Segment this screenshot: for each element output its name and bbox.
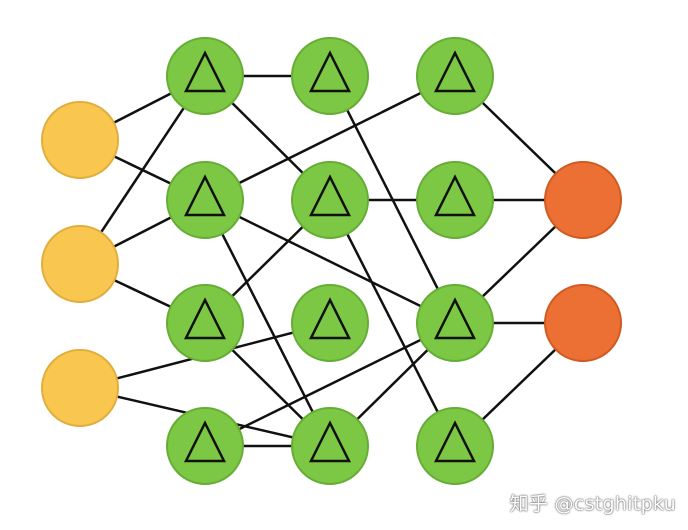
hidden-node-c4 [416, 407, 494, 485]
hidden-node-b3 [291, 284, 369, 362]
hidden-node-circle [166, 284, 244, 362]
edge-a2-b4 [203, 199, 332, 447]
hidden-node-circle [291, 284, 369, 362]
hidden-node-circle [416, 284, 494, 362]
input-node-circle [41, 349, 119, 427]
hidden-node-a2 [166, 161, 244, 239]
hidden-node-circle [291, 37, 369, 115]
hidden-node-circle [166, 37, 244, 115]
hidden-node-c2 [416, 161, 494, 239]
input-node-circle [41, 101, 119, 179]
hidden-node-c1 [416, 37, 494, 115]
triangle-icon [433, 297, 477, 340]
triangle-icon [183, 50, 227, 93]
edge-a2-c1 [204, 74, 456, 202]
input-node-i3 [41, 349, 119, 427]
hidden-node-circle [166, 407, 244, 485]
triangle-icon [433, 174, 477, 217]
hidden-node-b4 [291, 407, 369, 485]
output-node-o2 [544, 284, 622, 362]
triangle-icon [183, 297, 227, 340]
output-node-o1 [544, 161, 622, 239]
hidden-node-b1 [291, 37, 369, 115]
hidden-node-circle [166, 161, 244, 239]
input-node-circle [41, 225, 119, 303]
input-node-i1 [41, 101, 119, 179]
triangle-icon [308, 420, 352, 463]
nodes-layer [41, 37, 622, 485]
hidden-node-c3 [416, 284, 494, 362]
edge-a2-c3 [204, 198, 456, 325]
triangle-icon [433, 50, 477, 93]
triangle-icon [308, 50, 352, 93]
hidden-node-circle [416, 407, 494, 485]
edge-b2-c4 [328, 199, 457, 447]
triangle-icon [308, 174, 352, 217]
hidden-node-circle [291, 161, 369, 239]
triangle-icon [183, 420, 227, 463]
output-node-circle [544, 161, 622, 239]
watermark-text: 知乎 @cstghitpku [509, 493, 676, 515]
output-node-circle [544, 284, 622, 362]
hidden-node-a4 [166, 407, 244, 485]
edge-a4-c3 [204, 321, 456, 448]
hidden-node-a1 [166, 37, 244, 115]
input-node-i2 [41, 225, 119, 303]
hidden-node-circle [291, 407, 369, 485]
triangle-icon [308, 297, 352, 340]
hidden-node-circle [416, 161, 494, 239]
triangle-icon [183, 174, 227, 217]
hidden-node-a3 [166, 284, 244, 362]
edges-layer [78, 74, 584, 448]
hidden-node-b2 [291, 161, 369, 239]
triangle-icon [433, 420, 477, 463]
hidden-node-circle [416, 37, 494, 115]
